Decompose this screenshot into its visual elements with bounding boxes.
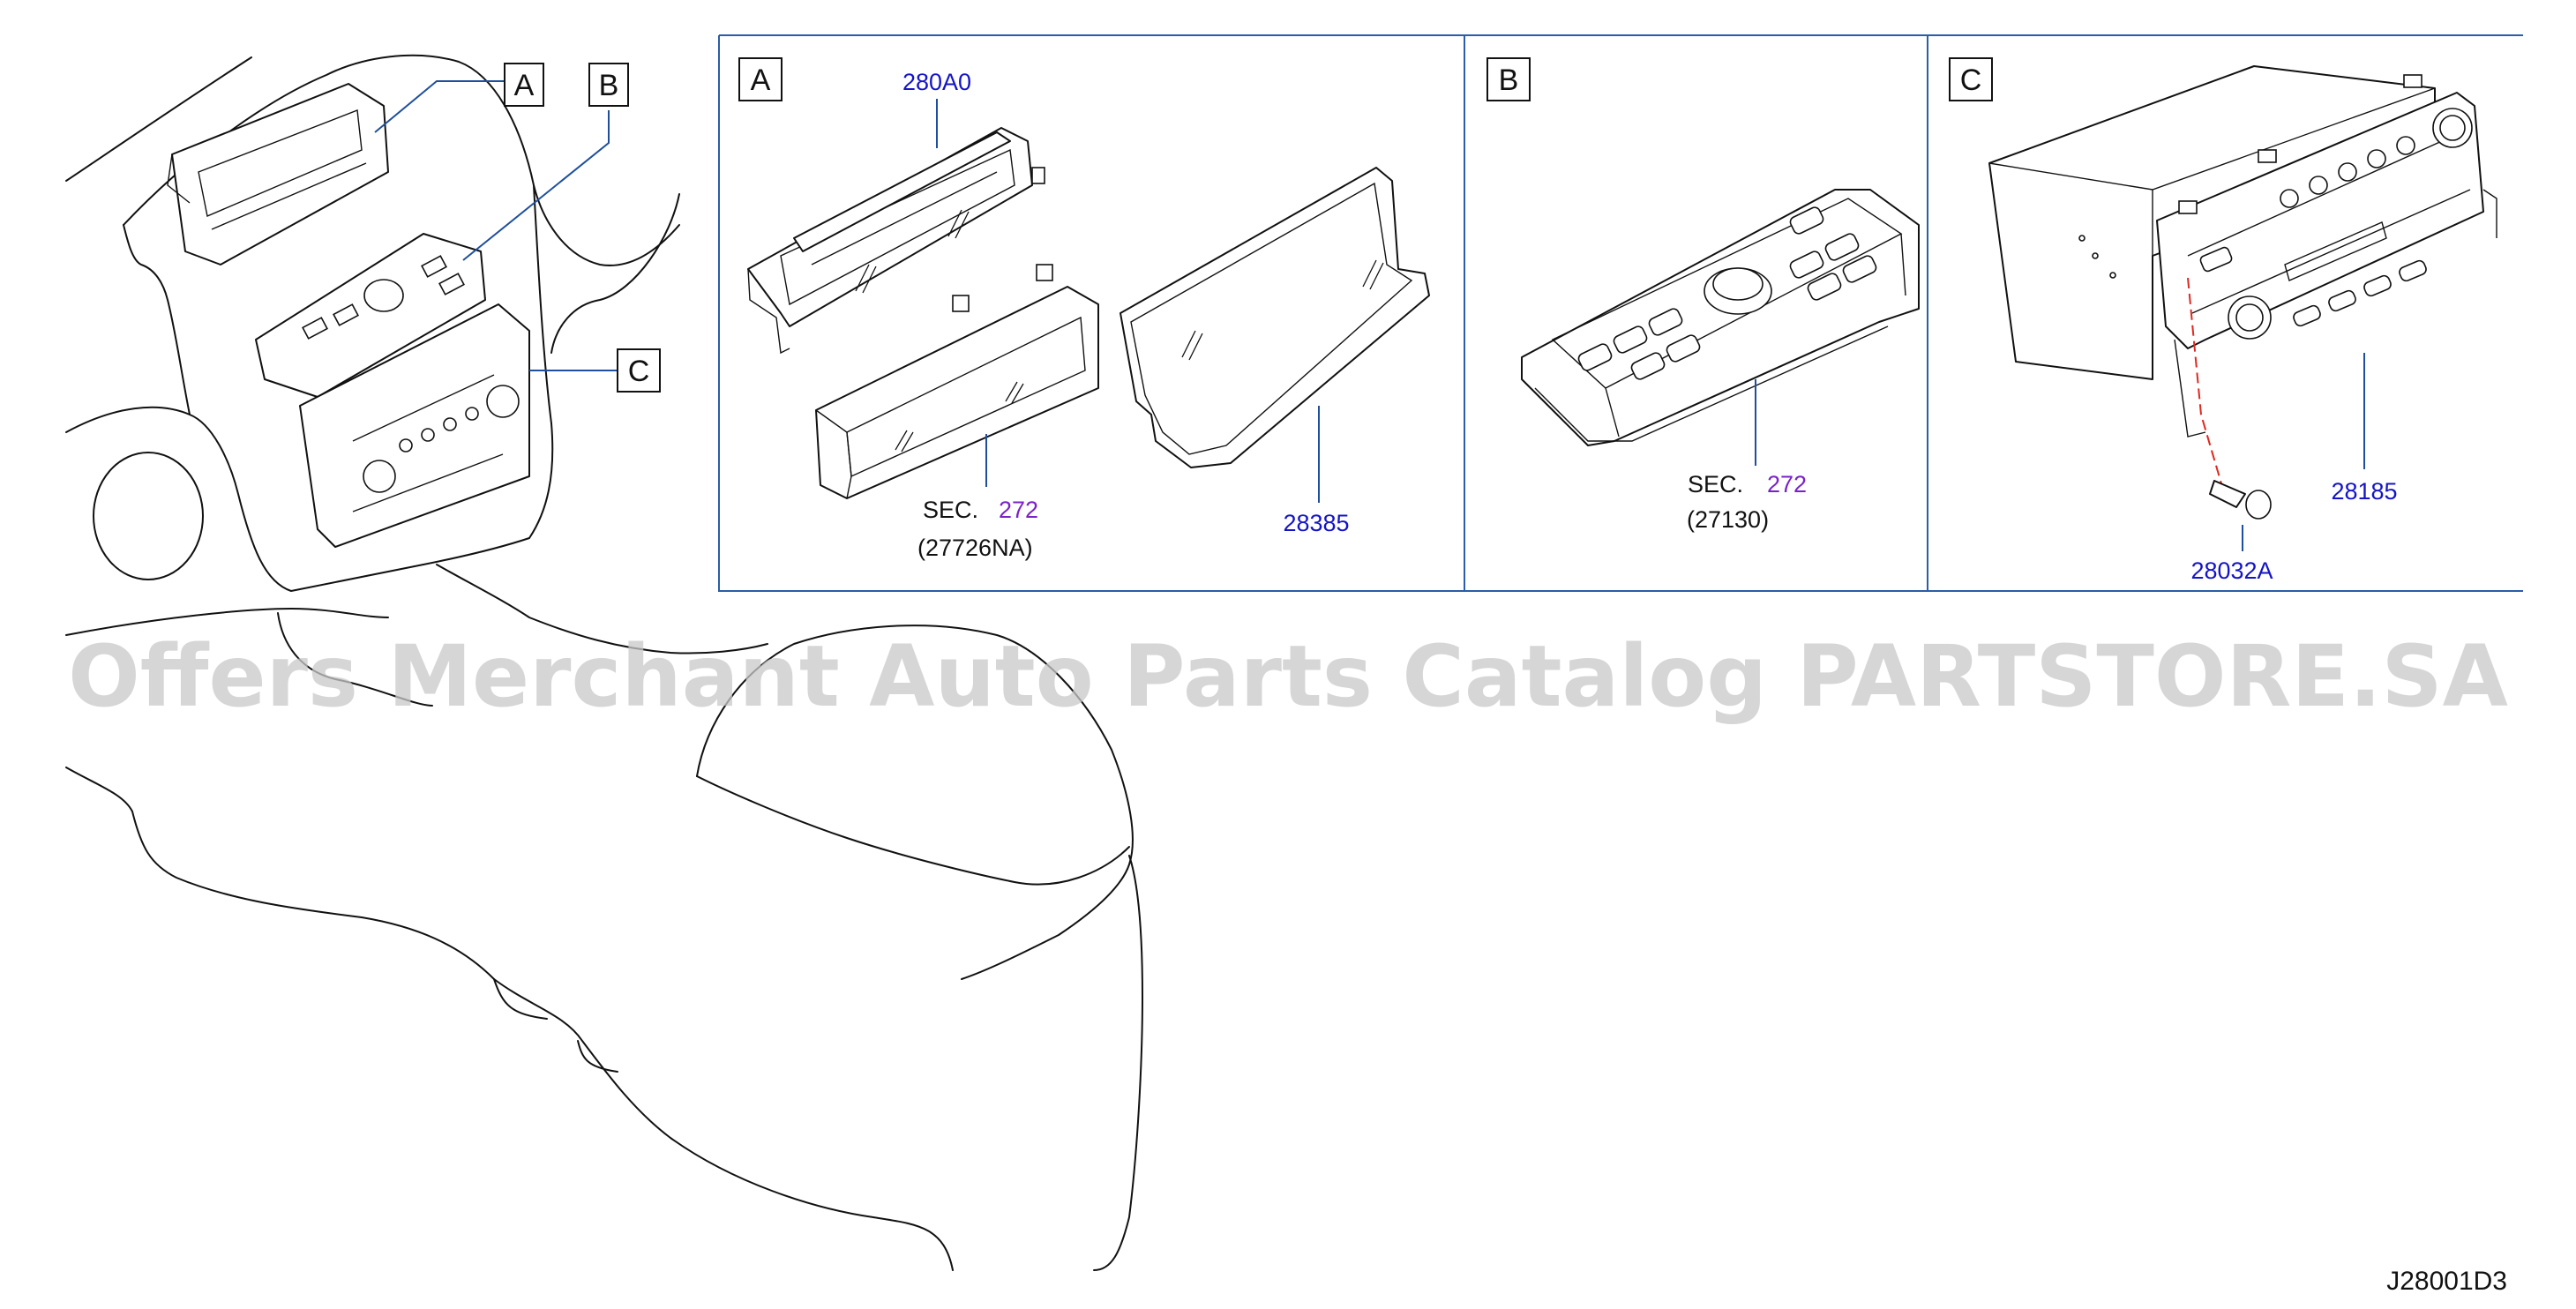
part-number-28185: 28185 (2331, 478, 2397, 505)
sec-subref-27726na: (27726NA) (917, 535, 1033, 561)
part-number-280a0: 280A0 (902, 69, 971, 95)
overview-audio-unit (299, 303, 530, 548)
sec-label-a: SEC. (923, 497, 978, 523)
sec-label-b: SEC. (1688, 471, 1743, 497)
callout-leader-a (374, 80, 505, 133)
panel-b: B SEC. 272 (27130) (1486, 57, 1920, 533)
diagram-code: J28001D3 (2386, 1267, 2507, 1296)
panel-a: A 280A0 SEC. (738, 57, 1430, 561)
overview-control-panel (255, 233, 486, 398)
climate-control-panel (1521, 189, 1920, 446)
callout-a: A (504, 63, 544, 107)
callout-b: B (588, 63, 629, 107)
panel-a-letter: A (751, 64, 771, 97)
audio-head-unit-28185 (1988, 65, 2497, 438)
detail-frame (718, 34, 2523, 592)
display-bezel-section-272 (815, 264, 1099, 499)
watermark: Offers Merchant Auto Parts Catalog PARTS… (68, 627, 2508, 726)
display-glass-28385 (1120, 167, 1430, 468)
sec-number-272-b: 272 (1767, 471, 1807, 497)
dashboard-overview: A B C (65, 54, 1143, 1271)
callout-b-label: B (599, 69, 619, 102)
callout-leader-b (462, 110, 610, 261)
panel-c: C (1949, 57, 2497, 584)
sec-subref-27130: (27130) (1687, 506, 1769, 533)
display-housing-280a0 (747, 127, 1045, 355)
panel-c-letter: C (1960, 64, 1982, 97)
sec-number-272-a: 272 (999, 497, 1038, 523)
callout-a-label: A (514, 69, 535, 102)
overview-display-unit (167, 83, 389, 266)
screw-28032a (2187, 277, 2272, 520)
part-number-28032a: 28032A (2190, 557, 2273, 584)
panel-b-letter: B (1499, 64, 1519, 97)
part-number-28385: 28385 (1283, 510, 1349, 536)
callout-c: C (617, 348, 661, 393)
callout-c-label: C (628, 355, 650, 388)
